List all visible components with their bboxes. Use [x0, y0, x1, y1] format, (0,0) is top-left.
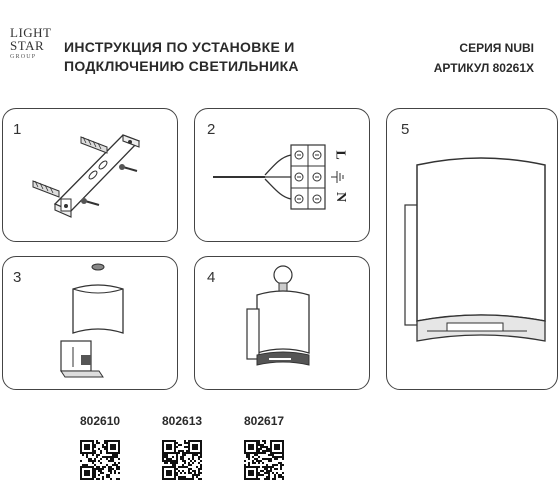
assembled-fixture-icon: [404, 157, 546, 342]
logo-line1: LIGHT: [10, 25, 52, 40]
step-4-number: 4: [207, 269, 216, 286]
article-label: АРТИКУЛ 80261X: [433, 61, 534, 75]
qr-code-icon: [162, 440, 202, 480]
bulb-install-icon: [246, 265, 310, 366]
step-3-panel: 3: [2, 256, 178, 390]
product-info: СЕРИЯ NUBI АРТИКУЛ 80261X: [434, 38, 534, 78]
step-5-panel: 5: [386, 108, 558, 390]
step-4-panel: 4: [194, 256, 370, 390]
step-1-panel: 1: [2, 108, 178, 242]
terminal-block-icon: [213, 144, 344, 210]
neutral-terminal-label: N: [333, 191, 349, 203]
series-label: СЕРИЯ NUBI: [459, 41, 534, 55]
lamp-shade-assembly-icon: [60, 263, 124, 378]
step-3-number: 3: [13, 269, 22, 286]
qr-code-icon: [80, 440, 120, 480]
code-label-802613: 802613: [162, 414, 203, 428]
step-5-number: 5: [401, 121, 410, 138]
qr-code-icon: [244, 440, 284, 480]
code-label-802610: 802610: [80, 414, 121, 428]
live-terminal-label: L: [332, 150, 348, 160]
bracket-mounting-icon: [32, 134, 141, 218]
step-2-panel: 2 L N: [194, 108, 370, 242]
document-title: ИНСТРУКЦИЯ ПО УСТАНОВКЕ И ПОДКЛЮЧЕНИЮ СВ…: [64, 38, 299, 76]
code-label-802617: 802617: [244, 414, 285, 428]
title-line1: ИНСТРУКЦИЯ ПО УСТАНОВКЕ И: [64, 39, 295, 55]
step-2-number: 2: [207, 121, 216, 138]
brand-logo: LIGHT STAR GROUP: [10, 25, 52, 60]
step-1-number: 1: [13, 121, 22, 138]
logo-line3: GROUP: [10, 54, 37, 60]
logo-line2: STAR: [10, 38, 45, 53]
title-line2: ПОДКЛЮЧЕНИЮ СВЕТИЛЬНИКА: [64, 58, 299, 74]
